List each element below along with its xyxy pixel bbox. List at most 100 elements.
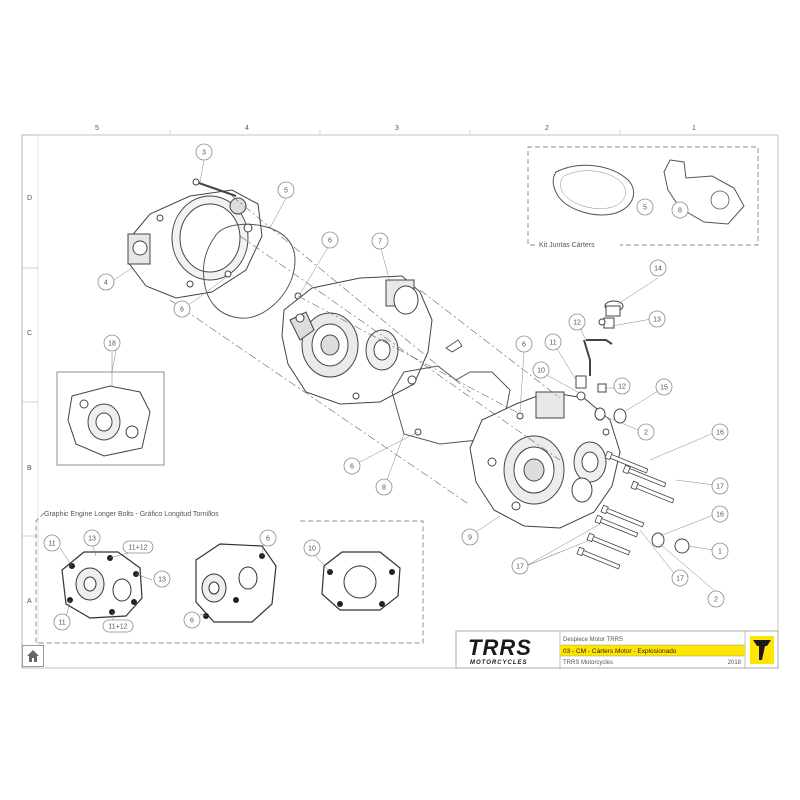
svg-text:9: 9 (468, 535, 472, 542)
kit-juntas-label: Kit Juntas Cárters (539, 242, 595, 249)
svg-text:2: 2 (714, 597, 718, 604)
brand-logo-text: TRRS (468, 635, 532, 660)
clutch-cover-drawing (127, 189, 263, 299)
callout-15: 15 (655, 378, 673, 396)
gasket-5-exploded (203, 223, 296, 319)
title-highlight-bar (560, 645, 745, 656)
column-label-2: 2 (545, 125, 549, 132)
title-year: 2018 (728, 660, 742, 666)
svg-text:11: 11 (549, 340, 556, 347)
svg-text:2: 2 (644, 430, 648, 437)
column-label-5: 5 (95, 125, 99, 132)
callout-6-right: 6 (515, 335, 533, 353)
bolts-callout-11-12-bottom: 11+12 (102, 619, 134, 633)
left-crankcase-drawing (281, 275, 433, 405)
gasket-kit-box: Kit Juntas Cárters (527, 146, 759, 249)
bolts-callout-6-top: 6 (259, 529, 277, 547)
svg-text:6: 6 (180, 307, 184, 314)
svg-text:13: 13 (88, 536, 96, 543)
trrs-emblem-icon (750, 636, 774, 664)
callout-18: 18 (103, 334, 121, 352)
callout-9: 9 (461, 528, 479, 546)
svg-text:17: 17 (716, 484, 724, 491)
bolts-callout-13-right: 13 (153, 570, 171, 588)
title-line-3: TRRS Motorcycles (563, 660, 613, 666)
column-ticks (169, 130, 621, 135)
seal-2-lower-drawing (651, 532, 665, 548)
svg-text:11: 11 (48, 541, 55, 548)
callout-5-kit: 5 (636, 198, 654, 216)
svg-text:5: 5 (643, 205, 647, 212)
svg-text:16: 16 (716, 430, 724, 437)
bolt-3-drawing (192, 178, 237, 197)
svg-text:12: 12 (573, 320, 581, 327)
bolts-callout-11-bottom: 11 (53, 613, 71, 631)
callout-16-top: 16 (711, 423, 729, 441)
callout-6-left: 6 (173, 300, 191, 318)
svg-text:15: 15 (660, 385, 668, 392)
callout-2-bottom: 2 (707, 590, 725, 608)
svg-text:6: 6 (190, 618, 194, 625)
svg-text:4: 4 (104, 280, 108, 287)
sheet-inner-border (37, 134, 779, 669)
bolts-callout-6-bottom: 6 (183, 611, 201, 629)
assembly-lines (169, 195, 561, 506)
callout-12-mid: 12 (613, 377, 631, 395)
svg-text:3: 3 (202, 150, 206, 157)
callout-14: 14 (649, 259, 667, 277)
callout-2-top: 2 (637, 423, 655, 441)
svg-text:6: 6 (328, 238, 332, 245)
svg-text:18: 18 (108, 341, 116, 348)
title-line-2: 03 - CM - Cárters Motor - Explosionado (563, 648, 677, 655)
gasket-8-drawing (663, 159, 745, 225)
column-label-1: 1 (692, 125, 696, 132)
callout-8: 8 (375, 478, 393, 496)
bolts-callout-10: 10 (303, 539, 321, 557)
gasket-8-exploded (391, 365, 511, 445)
washer-15-drawing (613, 408, 627, 424)
home-button[interactable] (22, 645, 44, 667)
svg-text:6: 6 (266, 536, 270, 543)
svg-text:6: 6 (350, 464, 354, 471)
row-label-c: C (27, 330, 32, 337)
callout-10: 10 (532, 361, 550, 379)
svg-text:13: 13 (653, 317, 661, 324)
svg-text:10: 10 (537, 368, 545, 375)
row-label-a: A (27, 598, 32, 605)
callout-6-top: 6 (321, 231, 339, 249)
callout-16-bottom: 16 (711, 505, 729, 523)
callouts: 3 4 5 6 6 7 18 6 11 12 10 14 13 12 15 2 … (97, 143, 729, 608)
dowel-6-lower (224, 270, 232, 278)
row-label-d: D (27, 195, 32, 202)
longer-bolts-label: Graphic Engine Longer Bolts - Gráfico Lo… (44, 511, 219, 518)
svg-text:8: 8 (382, 485, 386, 492)
bolts-callout-11-top: 11 (43, 534, 61, 552)
callout-3: 3 (195, 143, 213, 161)
column-label-4: 4 (245, 125, 249, 132)
svg-text:10: 10 (308, 546, 316, 553)
svg-text:17: 17 (676, 576, 684, 583)
dowel-6-right (516, 412, 524, 420)
callout-1: 1 (711, 542, 729, 560)
svg-text:12: 12 (618, 384, 626, 391)
callout-11: 11 (544, 333, 562, 351)
callout-4: 4 (97, 273, 115, 291)
title-block: TRRS MOTORCYCLES Despiece Motor TRRS 03 … (455, 630, 779, 669)
brand-logo-subtext: MOTORCYCLES (470, 660, 528, 666)
callout-12-top: 12 (568, 313, 586, 331)
home-icon (27, 650, 39, 662)
callout-5: 5 (277, 181, 295, 199)
seal-2-upper-drawing (594, 407, 606, 421)
svg-text:13: 13 (158, 577, 166, 584)
callout-7: 7 (371, 232, 389, 250)
callout-17-right: 17 (711, 477, 729, 495)
title-line-1: Despiece Motor TRRS (563, 637, 623, 643)
gasket-5-drawing (552, 164, 634, 216)
svg-text:5: 5 (284, 188, 288, 195)
svg-text:8: 8 (678, 208, 682, 215)
svg-text:7: 7 (378, 239, 382, 246)
bolts-callout-11-12-top: 11+12 (122, 540, 154, 554)
inset-18-box (56, 352, 165, 466)
svg-text:14: 14 (654, 266, 662, 273)
callout-8-kit: 8 (671, 201, 689, 219)
